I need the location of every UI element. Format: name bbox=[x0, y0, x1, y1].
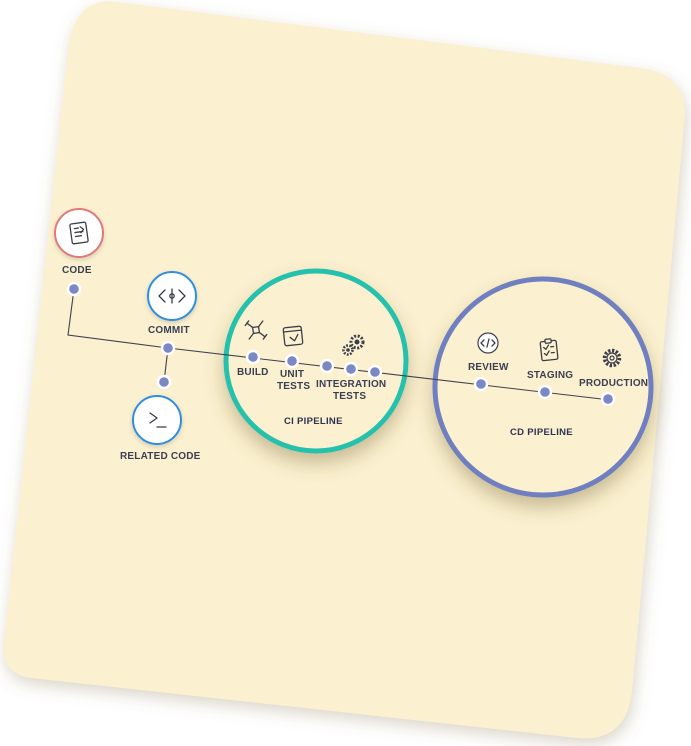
code-file-icon[interactable] bbox=[54, 208, 104, 258]
ci-pipeline-circle bbox=[223, 268, 409, 454]
gears-icon bbox=[342, 334, 365, 356]
terminal-icon[interactable] bbox=[132, 395, 182, 445]
node-related-code[interactable] bbox=[156, 374, 172, 390]
node-integration-3[interactable] bbox=[367, 364, 383, 380]
review-label: REVIEW bbox=[468, 362, 509, 373]
review-code-icon bbox=[477, 332, 499, 354]
unit-tests-label-1: UNIT bbox=[280, 369, 304, 380]
node-production[interactable] bbox=[600, 391, 616, 407]
integration-tests-label-1: INTEGRATION bbox=[316, 379, 386, 390]
staging-clipboard-icon bbox=[539, 338, 559, 362]
production-label: PRODUCTION bbox=[579, 378, 648, 389]
node-commit[interactable] bbox=[160, 340, 176, 356]
node-integration-2[interactable] bbox=[343, 361, 359, 377]
build-label: BUILD bbox=[237, 367, 269, 378]
node-code[interactable] bbox=[66, 281, 82, 297]
commit-label: COMMIT bbox=[148, 325, 190, 336]
related-code-label: RELATED CODE bbox=[120, 451, 201, 462]
ci-pipeline-label: CI PIPELINE bbox=[284, 416, 343, 427]
node-staging[interactable] bbox=[537, 384, 553, 400]
node-integration-1[interactable] bbox=[319, 358, 335, 374]
timeline-nodes bbox=[66, 281, 616, 407]
node-build[interactable] bbox=[245, 349, 261, 365]
code-label: CODE bbox=[62, 265, 92, 276]
staging-label: STAGING bbox=[527, 370, 573, 381]
production-gear-icon bbox=[602, 348, 622, 368]
code-brackets-icon[interactable] bbox=[147, 271, 197, 321]
build-tools-icon bbox=[244, 320, 268, 340]
node-unit-tests[interactable] bbox=[284, 353, 300, 369]
unit-tests-label-2: TESTS bbox=[277, 381, 310, 392]
node-review[interactable] bbox=[473, 376, 489, 392]
unit-test-icon bbox=[282, 325, 304, 347]
cd-pipeline-label: CD PIPELINE bbox=[510, 427, 573, 438]
integration-tests-label-2: TESTS bbox=[333, 391, 366, 402]
